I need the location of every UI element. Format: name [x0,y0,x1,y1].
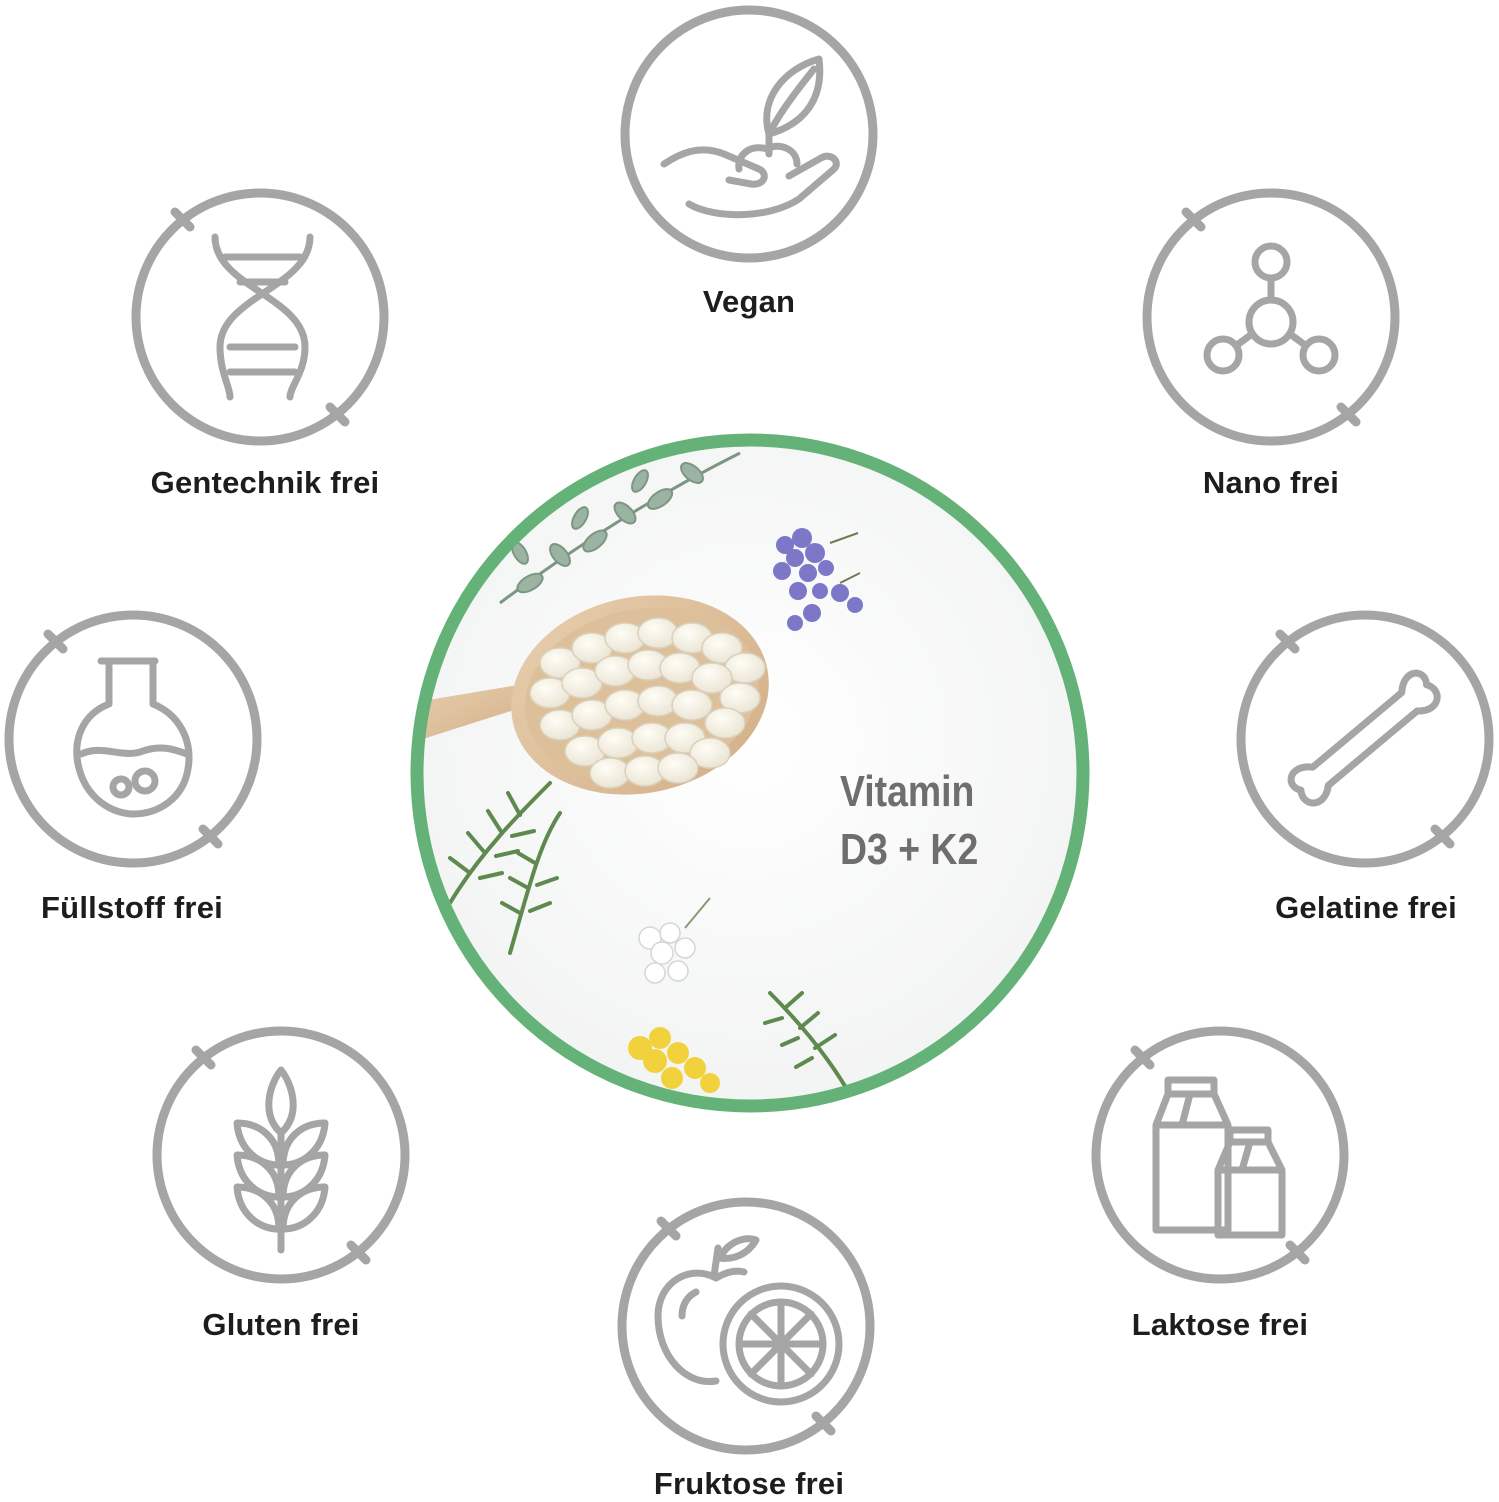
badge-gelatine [1235,609,1495,869]
center-line1: Vitamin [840,767,975,816]
bone-icon [1236,610,1494,868]
dna-icon [131,188,389,446]
milk-carton-icon [1091,1026,1349,1284]
hand-plant-icon [620,5,878,263]
center-product-image: Vitamin D3 + K2 [410,433,1090,1113]
badge-laktose [1090,1025,1350,1285]
badge-label-gentechnik: Gentechnik frei [150,465,380,500]
badge-nano [1141,187,1401,447]
spoon-tablets-image [410,433,1090,1113]
fruit-icon [617,1197,875,1455]
badge-label-vegan: Vegan [702,284,796,319]
badge-gluten [151,1025,411,1285]
purple-flowers [773,528,863,631]
badge-label-gelatine: Gelatine frei [1275,890,1457,925]
badge-label-gluten: Gluten frei [202,1307,360,1342]
badge-label-fruktose: Fruktose frei [653,1466,845,1501]
tablets [529,617,766,789]
badge-gentechnik [130,187,390,447]
center-title: Vitamin D3 + K2 [840,763,978,879]
badge-label-laktose: Laktose frei [1131,1307,1309,1342]
badge-vegan [619,4,879,264]
eucalyptus-branch [499,451,741,605]
yellow-flowers [628,1027,720,1093]
badge-fruktose [616,1196,876,1456]
flask-icon [4,610,262,868]
center-line2: D3 + K2 [840,825,979,874]
badge-label-fuellstoff: Füllstoff frei [41,890,223,925]
badge-label-nano: Nano frei [1202,465,1340,500]
white-flowers [638,897,711,984]
wheat-icon [152,1026,410,1284]
molecule-icon [1142,188,1400,446]
rosemary-left [448,781,562,955]
badge-fuellstoff [3,609,263,869]
